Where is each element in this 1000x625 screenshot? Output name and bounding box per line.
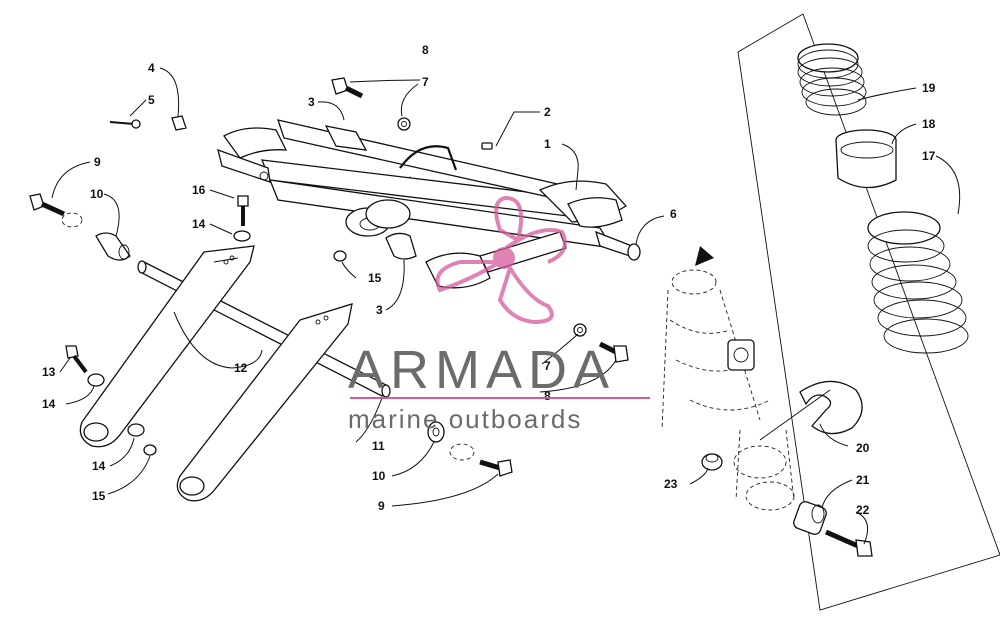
bushing-3	[324, 125, 417, 260]
bolt-9	[29, 193, 83, 228]
spacer-18	[835, 129, 897, 189]
bushing-10	[95, 232, 131, 261]
nut-23	[701, 453, 723, 471]
callout-4: 4	[148, 61, 155, 75]
bolt-22	[824, 529, 873, 557]
retainer-20	[799, 380, 863, 435]
plug-4	[171, 115, 187, 131]
callout-3: 3	[376, 303, 383, 317]
callout-9: 9	[94, 155, 101, 169]
washer-14	[127, 423, 145, 437]
callout-6: 6	[670, 207, 677, 221]
callout-16: 16	[192, 183, 206, 197]
callout-12: 12	[234, 361, 248, 375]
bolt-13	[65, 345, 88, 374]
callout-10: 10	[372, 469, 386, 483]
arm-12	[79, 245, 255, 448]
callout-17: 17	[922, 149, 936, 163]
callout-7: 7	[544, 359, 551, 373]
callout-1: 1	[544, 137, 551, 151]
callout-15: 15	[368, 271, 382, 285]
callout-20: 20	[856, 441, 870, 455]
bolt-8	[331, 77, 364, 99]
leader-lines	[51, 67, 961, 545]
washer-7	[397, 117, 411, 131]
callout-10: 10	[90, 187, 104, 201]
callout-23: 23	[664, 477, 678, 491]
bolt-9	[449, 443, 513, 477]
bushing-21	[793, 501, 827, 535]
reference-arrow	[695, 246, 714, 266]
callout-7: 7	[422, 75, 429, 89]
nut-15	[333, 250, 347, 262]
spring-19	[797, 43, 867, 116]
nut-15	[143, 444, 157, 456]
callout-18: 18	[922, 117, 936, 131]
washer-14	[87, 373, 105, 387]
shaft-6	[595, 230, 641, 261]
callout-2: 2	[544, 105, 551, 119]
callout-labels: 1 2 3 3 4 5 6 7 7 8 8 9 9 10 10 11 12 13…	[42, 43, 936, 517]
callout-14: 14	[42, 397, 56, 411]
bushing-10	[427, 421, 445, 443]
callout-22: 22	[856, 503, 870, 517]
callout-14: 14	[92, 459, 106, 473]
grease-fitting-2	[481, 142, 493, 150]
callout-15: 15	[92, 489, 106, 503]
washer-7	[573, 323, 587, 337]
bolt-16	[237, 195, 249, 226]
callout-13: 13	[42, 365, 56, 379]
shock-absorber	[661, 269, 795, 511]
shock-kit-outline	[737, 13, 1000, 611]
watermark-tagline: marine outboards	[348, 404, 582, 434]
spring-17	[867, 211, 969, 354]
arm-12	[176, 303, 353, 502]
callout-21: 21	[856, 473, 870, 487]
bolt-8	[598, 341, 629, 363]
callout-8: 8	[422, 43, 429, 57]
callout-14: 14	[192, 217, 206, 231]
callout-5: 5	[148, 93, 155, 107]
watermark-logo	[435, 195, 567, 325]
callout-11: 11	[372, 439, 385, 453]
pin-5	[109, 119, 141, 129]
callout-9: 9	[378, 499, 385, 513]
watermark-brand: ARMADA	[348, 340, 615, 400]
washer-14	[233, 230, 251, 242]
callout-19: 19	[922, 81, 936, 95]
callout-3: 3	[308, 95, 315, 109]
callout-8: 8	[544, 389, 551, 403]
